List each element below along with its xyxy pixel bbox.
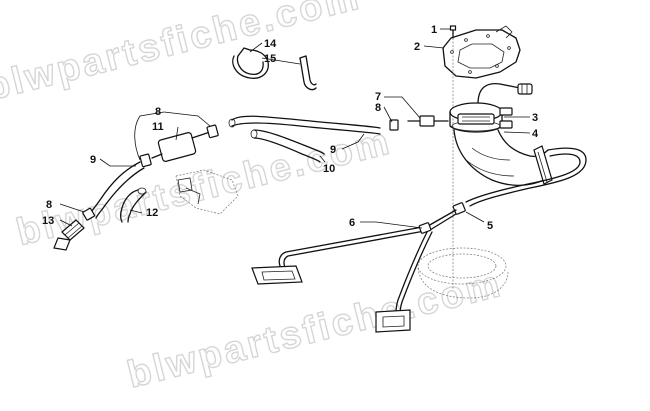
- watermark-text-1: blwpartsfiche.com: [0, 0, 365, 109]
- callout-12: 12: [146, 207, 158, 219]
- callout-8-filter: 8: [155, 106, 161, 118]
- part-spring-clip: [299, 55, 317, 91]
- callout-14: 14: [264, 38, 277, 50]
- watermark: blwpartsfiche.com blwpartsfiche.com blwp…: [0, 0, 507, 397]
- part-hose-clamp-right: [389, 119, 399, 131]
- part-quick-connector: [53, 219, 85, 251]
- callout-labels: 1 2 3 4 5 6 7 8 8 8 9 9 10 11 12 13 14 1…: [42, 24, 539, 232]
- part-vent-line: [251, 209, 457, 333]
- part-hose-short: [250, 129, 325, 163]
- callout-9-upper: 9: [330, 144, 336, 156]
- callout-10: 10: [323, 163, 335, 175]
- callout-8-fitting: 8: [375, 102, 381, 114]
- callout-4: 4: [532, 128, 539, 140]
- part-fuel-hose-upper: [228, 115, 381, 135]
- part-fuel-filter: [139, 124, 219, 168]
- part-fuel-pump-assembly: [449, 82, 553, 186]
- filter-bracket: [175, 169, 239, 215]
- callout-3: 3: [532, 112, 538, 124]
- part-tee-connector: [452, 202, 466, 215]
- callout-13: 13: [42, 215, 54, 227]
- part-screw: [449, 25, 457, 39]
- callout-15: 15: [264, 53, 276, 65]
- callout-9-lower: 9: [90, 154, 96, 166]
- leader-lines: [59, 28, 531, 229]
- part-clamp-ring: [232, 47, 269, 79]
- callout-2: 2: [414, 41, 420, 53]
- callout-1: 1: [431, 24, 437, 36]
- callout-6: 6: [349, 217, 355, 229]
- callout-8-connector: 8: [46, 199, 52, 211]
- callout-7: 7: [375, 91, 381, 103]
- part-hose-clamp-lower: [82, 207, 96, 221]
- callout-11: 11: [152, 121, 164, 133]
- watermark-text-3: blwpartsfiche.com: [123, 263, 506, 397]
- part-return-hose: [465, 147, 587, 207]
- part-mounting-plate: [442, 25, 521, 79]
- part-elbow-hose: [119, 187, 147, 223]
- part-inline-fitting: [407, 115, 449, 127]
- fuel-tank-ghost: [417, 247, 509, 299]
- callout-5: 5: [487, 220, 493, 232]
